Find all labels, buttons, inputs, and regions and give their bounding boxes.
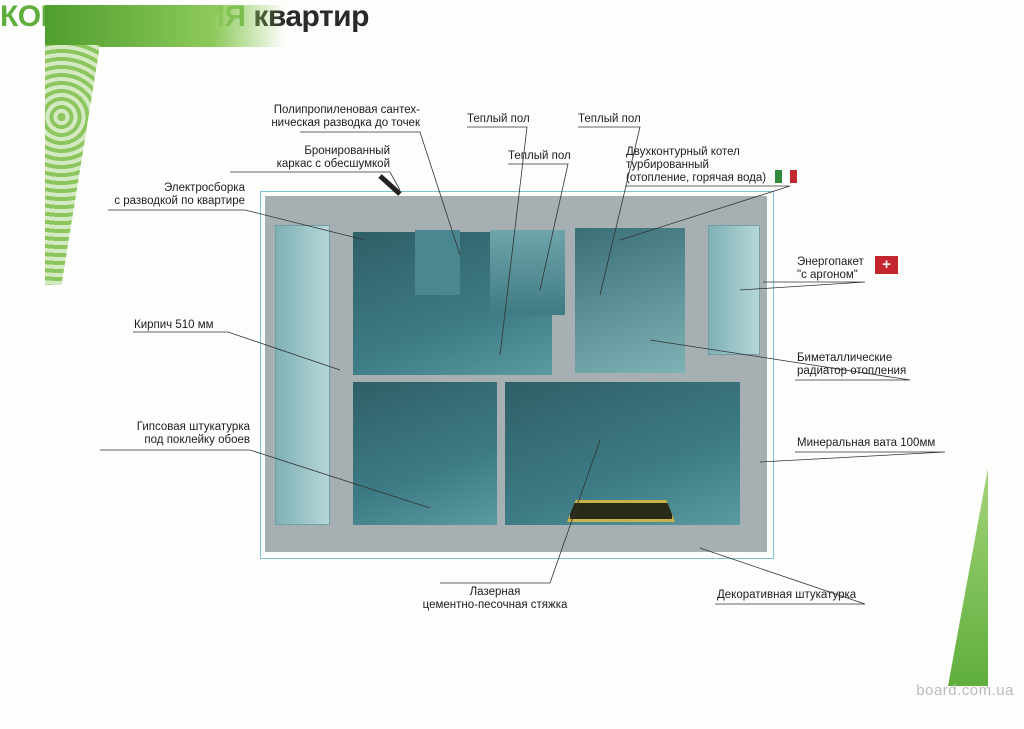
label-decorative-plaster: Декоративная штукатурка bbox=[717, 589, 857, 601]
bathroom bbox=[490, 230, 565, 315]
label-warm-floor-3: Теплый пол bbox=[508, 150, 571, 162]
balcony-left bbox=[275, 225, 330, 525]
floor-plan bbox=[260, 191, 774, 559]
swiss-flag-icon: + bbox=[875, 256, 898, 274]
label-brick: Кирпич 510 мм bbox=[134, 319, 214, 331]
green-banner-top bbox=[45, 5, 285, 47]
label-warm-floor-2: Теплый пол bbox=[578, 113, 641, 125]
italy-flag-icon bbox=[775, 170, 797, 183]
label-windows: Энергопакет"с аргоном" bbox=[797, 256, 864, 281]
bedroom bbox=[353, 382, 497, 525]
label-mineral-wool: Минеральная вата 100мм bbox=[797, 437, 936, 449]
label-warm-floor-1: Теплый пол bbox=[467, 113, 530, 125]
kitchen bbox=[575, 228, 685, 373]
balcony-right bbox=[708, 225, 760, 355]
label-plumbing: Полипропиленовая сантех-ническая разводк… bbox=[271, 104, 420, 129]
toilet bbox=[415, 230, 460, 295]
watermark: board.com.ua bbox=[916, 682, 1014, 699]
